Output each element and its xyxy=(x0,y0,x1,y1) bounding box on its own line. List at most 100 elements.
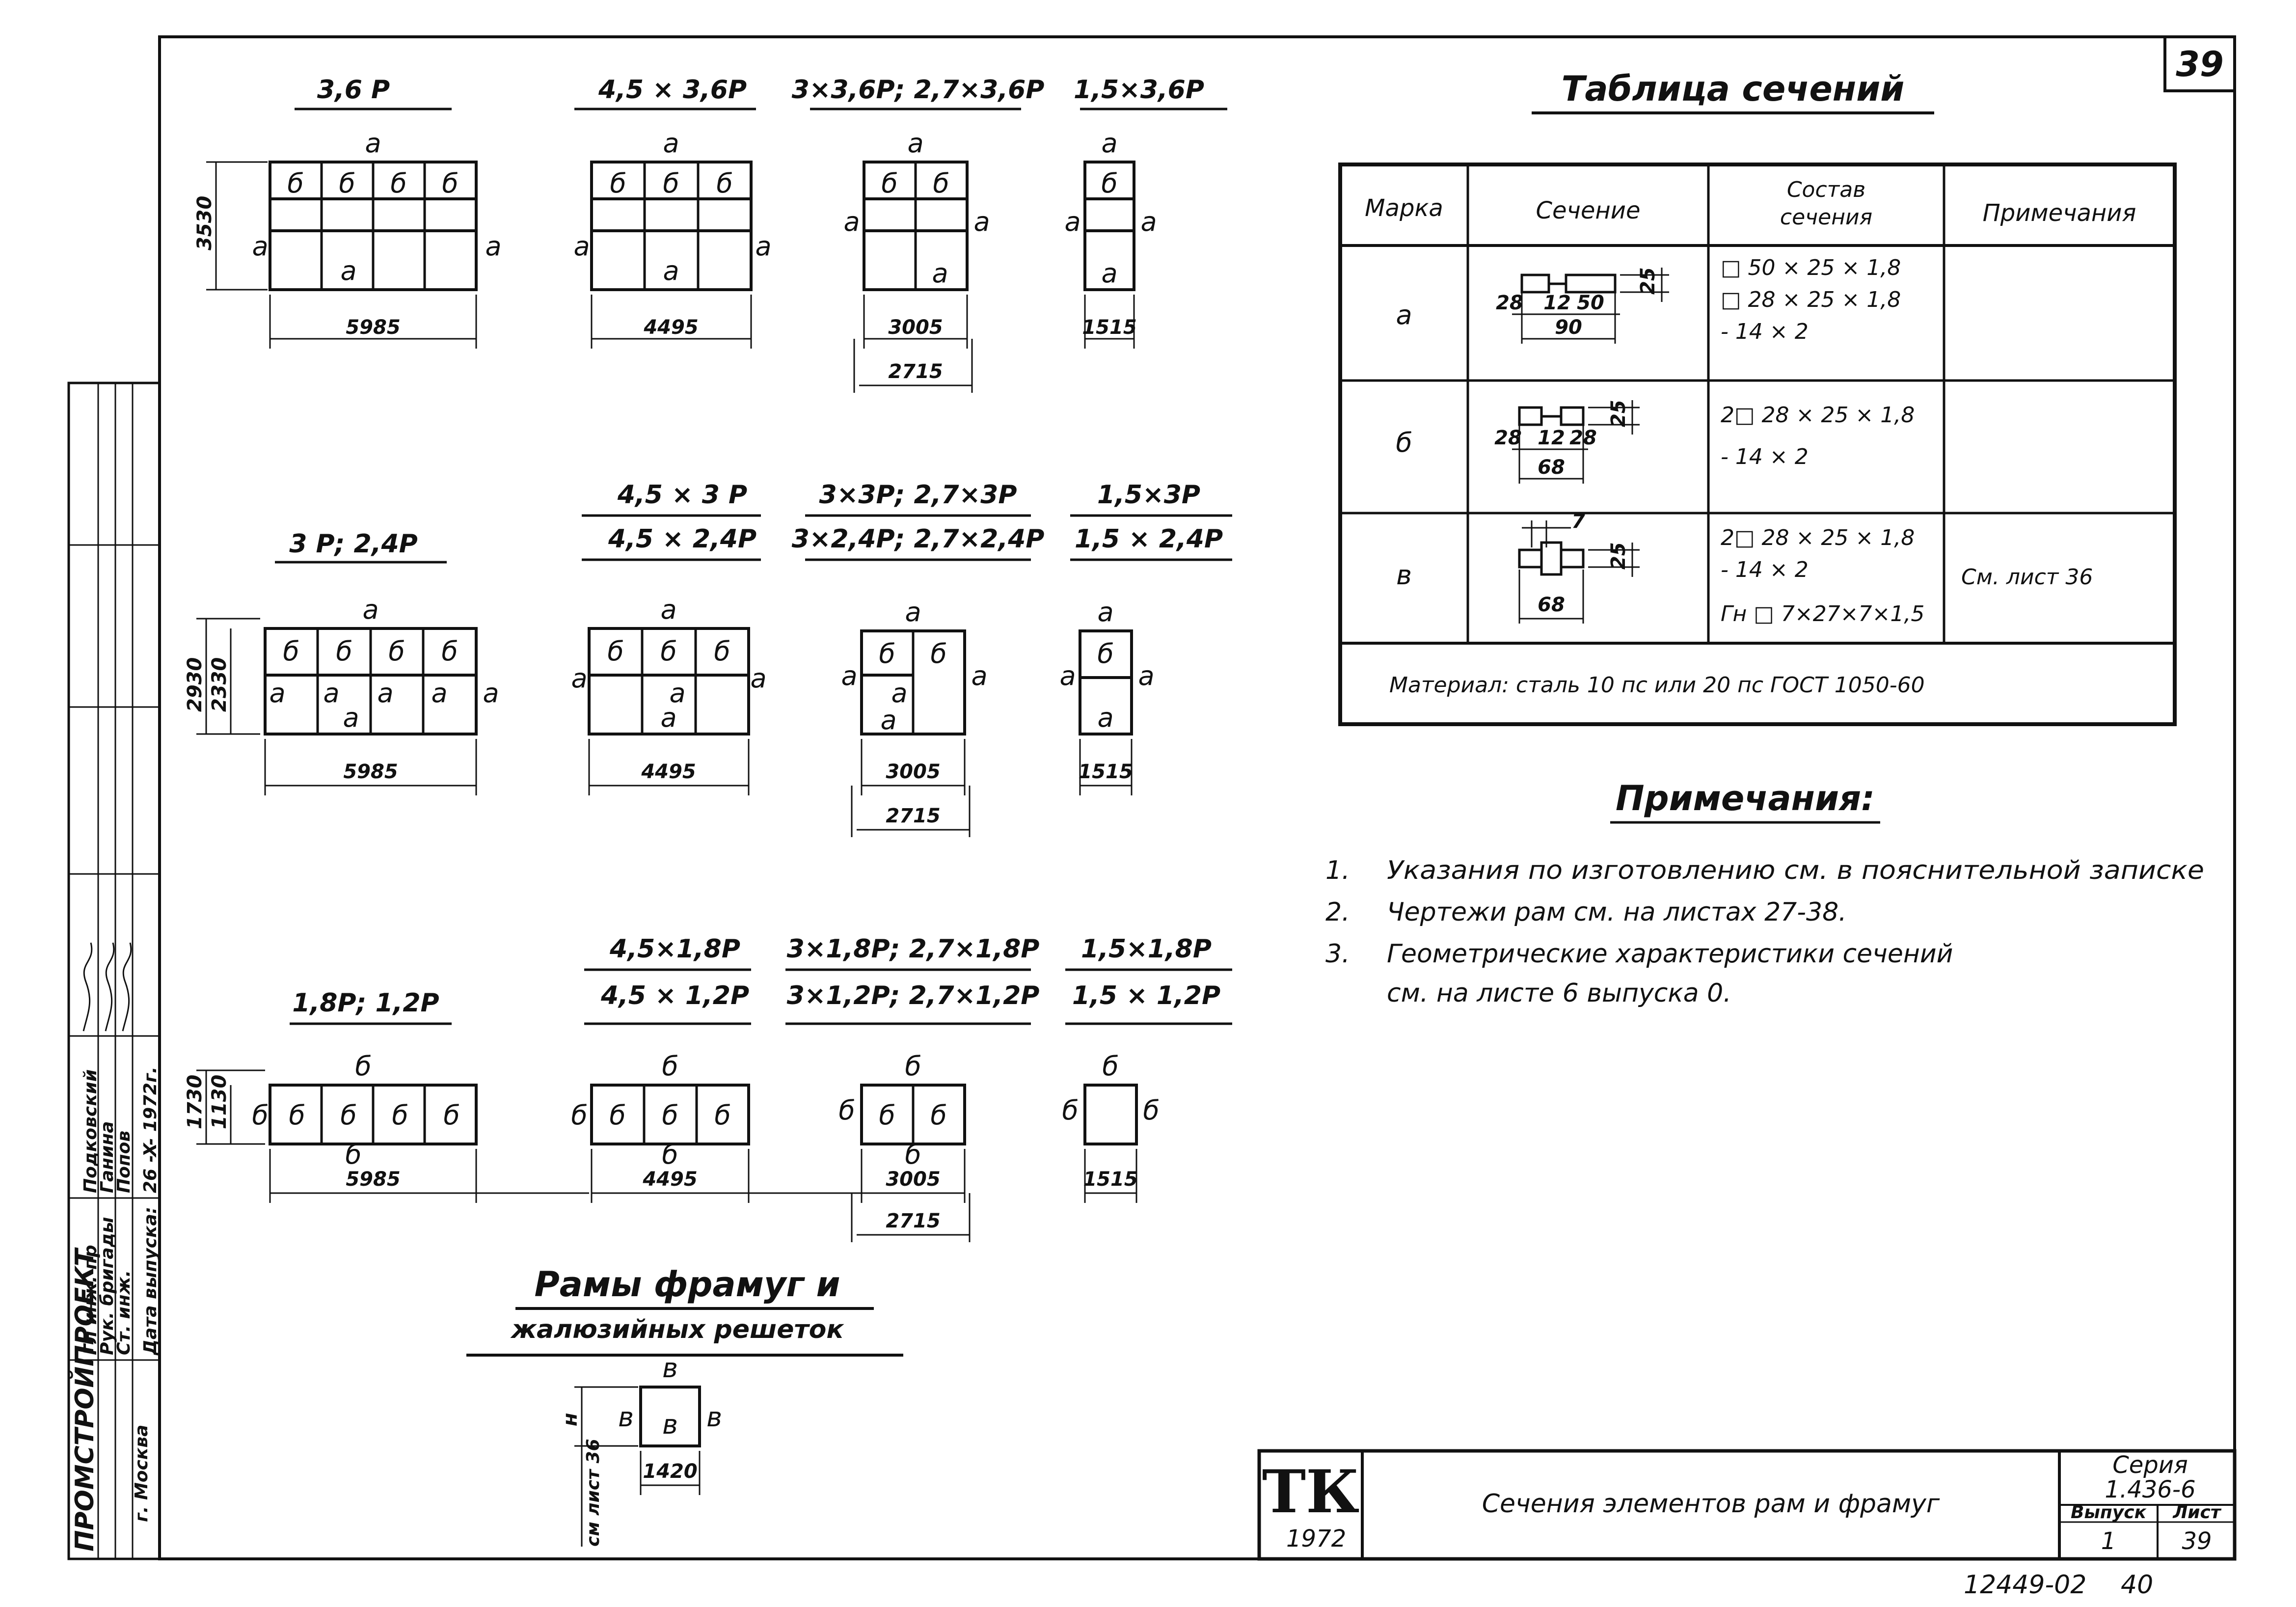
table-header-notes: Примечания xyxy=(1983,199,2136,227)
note-text: Указания по изготовлению см. в пояснител… xyxy=(1387,856,2204,885)
section-label: б xyxy=(879,638,895,669)
louver-frame-section: Рамы фрамуг и жалюзийных решеток в в в в… xyxy=(466,1264,903,1547)
section-label: a xyxy=(1101,258,1117,289)
section-dim: 68 xyxy=(1538,456,1565,479)
section-label: б xyxy=(663,168,679,199)
section-label: a xyxy=(905,597,921,627)
frame-outline xyxy=(590,161,753,291)
frames-row-bottom: 1,8P; 1,2P 4,5×1,8P 4,5 × 1,2P 3×1,8P; 2… xyxy=(184,934,1232,1242)
frame-title: 3×1,8P; 2,7×1,8P xyxy=(787,934,1040,964)
frame-outline xyxy=(1083,161,1135,291)
table-row-note: См. лист 36 xyxy=(1961,565,2093,590)
title-block: ТК 1972 Сечения элементов рам и фрамуг С… xyxy=(1257,1449,2237,1561)
section-label: a xyxy=(880,705,896,735)
section-label: б xyxy=(289,1100,305,1131)
section-label: б xyxy=(662,1051,678,1082)
section-label: a xyxy=(663,128,679,159)
section-label: в xyxy=(706,1402,722,1433)
table-title: Таблица сечений xyxy=(1562,69,1905,109)
dimension-width: 4495 xyxy=(641,761,696,783)
section-dim: 7 xyxy=(1571,510,1585,533)
section-dim: 25 xyxy=(1607,400,1630,427)
side-stamp-name-2: Ганина xyxy=(97,1121,117,1194)
table-header-section: Сечение xyxy=(1536,197,1640,224)
side-stamp-city: г. Москва xyxy=(132,1425,152,1522)
section-dim: 68 xyxy=(1538,594,1565,616)
section-label: a xyxy=(669,678,685,708)
dimension-height-1: 2930 xyxy=(184,657,206,712)
table-row-mark: в xyxy=(1396,560,1412,591)
frame-subtitle: 3×1,2P; 2,7×1,2P xyxy=(787,981,1040,1010)
side-stamp-role-1: Гл инж. пр xyxy=(81,1245,101,1355)
note-text: Чертежи рам см. на листах 27-38. xyxy=(1387,898,1847,927)
stamp-issue: 1 xyxy=(2101,1527,2116,1555)
section-label: a xyxy=(841,660,857,691)
dimension-width: 1515 xyxy=(1083,1168,1137,1191)
section-label: a xyxy=(377,678,393,708)
stamp-series: 1.436-6 xyxy=(2105,1476,2195,1503)
section-label: б xyxy=(283,636,299,667)
stamp-sheet-label: Лист xyxy=(2172,1502,2221,1523)
composition-line: 2□ 28 × 25 × 1,8 xyxy=(1721,525,1915,550)
frame-outline xyxy=(590,1084,750,1145)
signature-1 xyxy=(82,942,93,1032)
section-label: a xyxy=(1140,206,1157,237)
table-row-mark: б xyxy=(1396,427,1412,458)
section-label: б xyxy=(392,1100,408,1131)
section-label: б xyxy=(345,1139,361,1170)
frame-outline xyxy=(588,627,750,735)
section-label: a xyxy=(573,231,590,262)
frame-title: 1,5×1,8P xyxy=(1081,934,1212,964)
stamp-title: Сечения элементов рам и фрамуг xyxy=(1482,1489,1940,1519)
section-label: б xyxy=(1097,638,1113,669)
section-dim: 12 xyxy=(1543,292,1571,314)
section-label: a xyxy=(365,128,381,159)
louver-title-line-2: жалюзийных решеток xyxy=(510,1315,844,1344)
dimension-width-2: 2715 xyxy=(888,360,943,383)
dimension-width: 4495 xyxy=(643,316,698,339)
frame-title: 3×3P; 2,7×3P xyxy=(819,480,1017,510)
note-continuation: см. на листе 6 выпуска 0. xyxy=(1387,979,1731,1008)
section-label: б xyxy=(714,1100,730,1131)
frame-subtitle: 3×2,4P; 2,7×2,4P xyxy=(792,524,1045,554)
dimension-width: 3005 xyxy=(886,761,940,783)
stamp-series-label: Серия xyxy=(2112,1451,2188,1479)
louver-note: см лист 36 xyxy=(583,1439,603,1547)
notes: Примечания: 1. Указания по изготовлению … xyxy=(1325,778,2204,1008)
section-label: б xyxy=(340,1100,356,1131)
section-label: a xyxy=(252,231,268,262)
section-dim: 90 xyxy=(1555,316,1582,339)
frame-outline xyxy=(1079,629,1133,735)
table-material: Материал: сталь 10 пс или 20 пс ГОСТ 105… xyxy=(1389,673,1925,698)
frame-title: 1,5×3,6P xyxy=(1074,75,1204,105)
louver-width: 1420 xyxy=(643,1460,697,1483)
side-stamp-role-3: Ст. инж. xyxy=(114,1270,134,1355)
frame-title: 3 P; 2,4P xyxy=(289,529,418,559)
composition-line: □ 50 × 25 × 1,8 xyxy=(1721,255,1901,280)
section-label: a xyxy=(660,702,676,733)
side-stamp-role-4: Дата выпуска: xyxy=(140,1207,161,1356)
side-stamp-name-1: Подковский xyxy=(81,1069,101,1193)
composition-line: - 14 × 2 xyxy=(1721,557,1809,582)
frame-subtitle: 4,5 × 2,4P xyxy=(608,524,756,554)
dimension-width: 5985 xyxy=(346,1168,400,1191)
signature-2 xyxy=(105,942,115,1032)
side-stamp-name-3: Попов xyxy=(114,1131,134,1193)
section-label: a xyxy=(973,206,990,237)
section-label: б xyxy=(388,636,405,667)
dimension-width: 1515 xyxy=(1082,316,1136,339)
section-dim: 50 xyxy=(1577,292,1604,314)
section-label: б xyxy=(355,1051,371,1082)
stamp-logo: ТК xyxy=(1262,1457,1359,1526)
section-label: в xyxy=(618,1402,634,1433)
section-label: б xyxy=(607,636,623,667)
section-label: a xyxy=(431,678,447,708)
frames-row-top: 3,6 P 4,5 × 3,6P 3×3,6P; 2,7×3,6P 1,5×3,… xyxy=(193,75,1227,393)
section-label: б xyxy=(442,168,458,199)
section-label: б xyxy=(905,1051,921,1082)
section-dim: 25 xyxy=(1637,267,1659,295)
section-label: a xyxy=(971,660,987,691)
section-label: б xyxy=(838,1095,855,1126)
section-label: б xyxy=(716,168,732,199)
archive-number: 12449-02 xyxy=(1964,1570,2086,1600)
